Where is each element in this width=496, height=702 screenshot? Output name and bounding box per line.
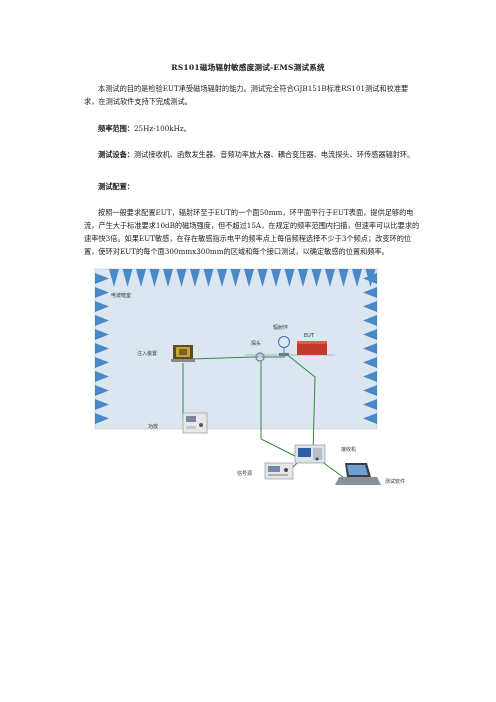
label-probe: 探头 — [251, 340, 261, 347]
absorber-cone — [95, 273, 109, 284]
loop-antenna-icon — [278, 336, 290, 356]
left-absorbers — [95, 273, 109, 424]
label-signal-source: 信号源 — [237, 470, 252, 477]
frequency-label: 频率范围： — [98, 124, 134, 133]
absorber-cone — [363, 357, 377, 368]
absorber-cone — [363, 287, 377, 298]
absorber-cone — [363, 329, 377, 340]
label-amplifier: 功放 — [148, 423, 158, 430]
absorber-cone — [217, 269, 227, 287]
absorber-cone — [257, 269, 268, 287]
absorber-cone — [149, 269, 160, 287]
label-software: 测试软件 — [385, 478, 405, 485]
config-heading: 测试配置： — [98, 182, 134, 191]
absorber-cone — [95, 413, 109, 424]
cable-receiver-laptop — [320, 460, 344, 478]
document-title: RS101磁场辐射敏感度测试-EMS测试系统 — [171, 63, 325, 72]
absorber-cone — [176, 269, 187, 287]
label-radiating-loop: 辐射环 — [273, 324, 288, 331]
intro-paragraph: 本测试的目的是检验EUT承受磁场辐射的能力。测试完全符合GJB151B标准RS1… — [84, 84, 409, 106]
absorber-cone — [338, 269, 349, 287]
absorber-cone — [363, 301, 377, 312]
absorber-cone — [122, 269, 133, 287]
probe-icon — [255, 352, 265, 362]
absorber-cone — [136, 269, 146, 287]
absorber-cone — [163, 269, 173, 287]
absorber-cone — [325, 269, 335, 287]
absorber-cone — [363, 315, 377, 326]
receiver-icon — [294, 444, 326, 464]
absorber-cone — [363, 413, 377, 424]
absorber-cone — [203, 269, 214, 287]
absorber-cone — [95, 343, 109, 354]
absorber-cone — [363, 371, 377, 382]
top-absorbers — [109, 269, 376, 287]
absorber-cone — [95, 315, 109, 326]
absorber-cone — [271, 269, 281, 287]
equipment-label: 测试设备： — [98, 150, 134, 159]
equipment-value: 测试接收机、函数发生器、音频功率放大器、耦合变压器、电流探头、环传感器辐射环。 — [133, 150, 415, 159]
absorber-cone — [109, 269, 119, 287]
absorber-cone — [95, 371, 109, 382]
absorber-cone — [298, 269, 308, 287]
absorber-cone — [95, 357, 109, 368]
absorber-cone — [284, 269, 295, 287]
absorber-cone — [311, 269, 322, 287]
absorber-cone — [95, 385, 109, 396]
test-setup-diagram: 注入装置 探头 辐射环 EUT 功放 — [94, 268, 405, 485]
label-room: 电波暗室 — [111, 292, 131, 299]
chamber-background — [95, 269, 377, 429]
absorber-cone — [230, 269, 241, 287]
absorber-cone — [363, 385, 377, 396]
frequency-range: 频率范围：25Hz-100kHz。 — [84, 122, 420, 135]
right-absorbers — [363, 273, 377, 424]
absorber-cone — [352, 269, 362, 287]
transformer-icon — [171, 345, 195, 362]
absorber-cone — [95, 329, 109, 340]
laptop-icon — [335, 463, 381, 485]
absorber-cone — [363, 343, 377, 354]
absorber-cone — [95, 301, 109, 312]
absorber-cone — [363, 273, 377, 284]
eut-box — [297, 341, 327, 355]
signal-generator-icon — [264, 462, 294, 480]
absorber-cone — [244, 269, 254, 287]
cable-loop-receiver — [284, 352, 316, 454]
label-receiver: 接收机 — [341, 446, 356, 453]
label-eut: EUT — [304, 333, 315, 339]
label-injection: 注入装置 — [137, 350, 157, 357]
cable-probe-receiver — [260, 361, 298, 458]
config-paragraph: 按照一般要求配置EUT，辐射环至于EUT的一个面50mm，环平面平行于EUT表面… — [84, 208, 420, 256]
frequency-value: 25Hz-100kHz。 — [133, 124, 191, 133]
cable-injection-eut — [190, 356, 285, 360]
amplifier-icon — [182, 412, 208, 434]
absorber-cone — [95, 287, 109, 298]
absorber-cone — [363, 399, 377, 410]
test-equipment: 测试设备：测试接收机、函数发生器、音频功率放大器、耦合变压器、电流探头、环传感器… — [84, 148, 420, 161]
absorber-cone — [190, 269, 200, 287]
absorber-cone — [95, 399, 109, 410]
